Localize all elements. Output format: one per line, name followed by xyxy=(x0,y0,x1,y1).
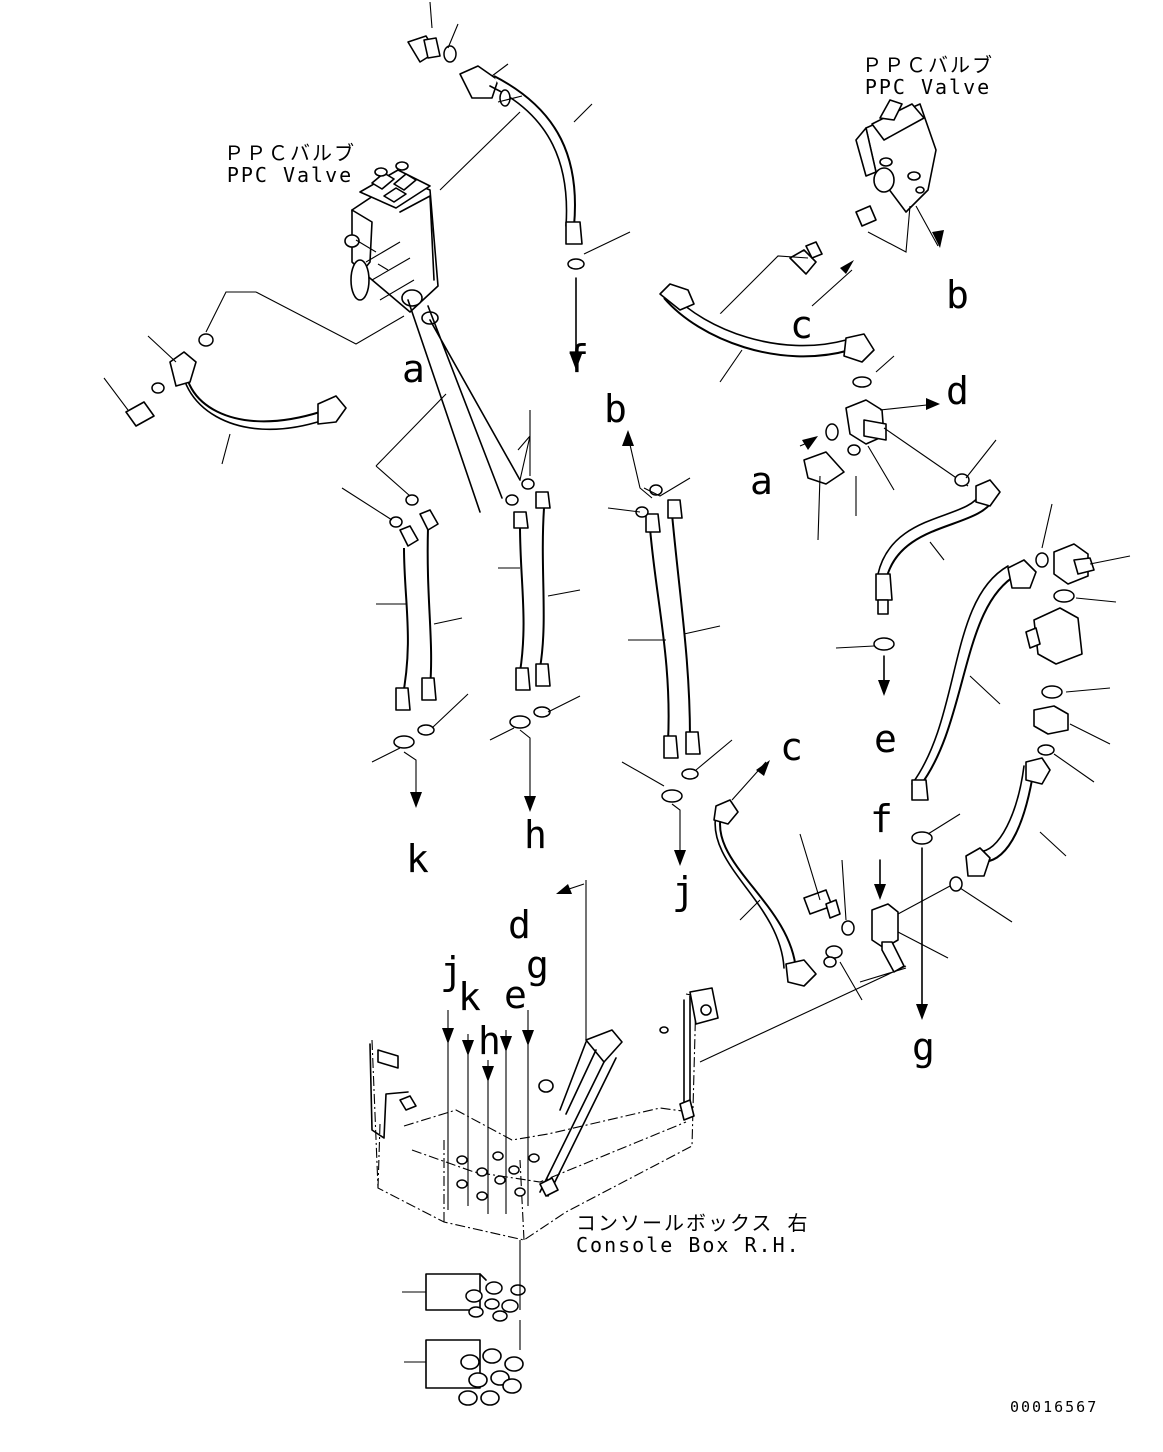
label-e-right: e xyxy=(874,717,897,761)
label-h-console: h xyxy=(478,1019,501,1063)
tee-block-g xyxy=(799,833,951,1020)
hose-to-f xyxy=(407,1,631,370)
label-g-console: g xyxy=(526,943,549,987)
ppc-valve-left-caption: ＰＰＣバルブ PPC Valve xyxy=(224,142,356,186)
console-holes xyxy=(456,1151,540,1201)
ppc-valve-right-caption: ＰＰＣバルブ PPC Valve xyxy=(862,54,994,98)
label-k-left: k xyxy=(406,837,429,881)
label-b-right: b xyxy=(946,273,969,317)
hose-c-lower xyxy=(713,760,837,987)
hose-pair-k xyxy=(341,393,469,808)
elbow-fitting-right xyxy=(1025,503,1131,783)
ppc-valve-right-en: PPC Valve xyxy=(864,75,992,99)
ppc-valve-left-jp: ＰＰＣバルブ xyxy=(224,141,356,165)
label-k-console: k xyxy=(458,975,481,1019)
console-box xyxy=(369,880,907,1241)
label-j-mid: j xyxy=(672,869,695,913)
label-h-mid: h xyxy=(524,813,547,857)
label-c-mid: c xyxy=(780,725,803,769)
hose-c xyxy=(659,283,895,388)
plate-upper xyxy=(402,1240,526,1322)
label-e-console: e xyxy=(504,973,527,1017)
ppc-valve-left-en: PPC Valve xyxy=(226,163,354,187)
ppc-valve-left xyxy=(344,161,439,325)
label-g-right: g xyxy=(912,1025,935,1069)
drawing-number: 00016567 xyxy=(1010,1398,1099,1416)
label-a-right: a xyxy=(750,459,773,503)
label-a-left: a xyxy=(402,347,425,391)
label-c-top: c xyxy=(790,303,813,347)
ppc-valve-right-jp: ＰＰＣバルブ xyxy=(862,53,994,77)
label-d-right: d xyxy=(946,369,969,413)
plate-lower xyxy=(404,1320,524,1406)
hose-pair-j xyxy=(607,430,733,866)
hose-to-f2 xyxy=(911,559,1037,845)
hose-pair-h xyxy=(489,410,581,812)
label-d-lower: d xyxy=(508,903,531,947)
hose-lower-right xyxy=(949,757,1067,923)
tee-block-d xyxy=(799,398,970,541)
label-b-mid: b xyxy=(604,387,627,431)
ppc-valve-right xyxy=(711,99,944,323)
console-box-jp: コンソールボックス 右 xyxy=(576,1211,810,1235)
hose-to-e xyxy=(835,439,1001,696)
console-box-caption: コンソールボックス 右 Console Box R.H. xyxy=(576,1212,809,1256)
label-j-console: j xyxy=(440,949,463,993)
label-f-lower: f xyxy=(870,797,893,841)
console-box-en: Console Box R.H. xyxy=(576,1233,801,1257)
hose-to-a xyxy=(103,291,405,465)
label-f-top: f xyxy=(566,337,589,381)
